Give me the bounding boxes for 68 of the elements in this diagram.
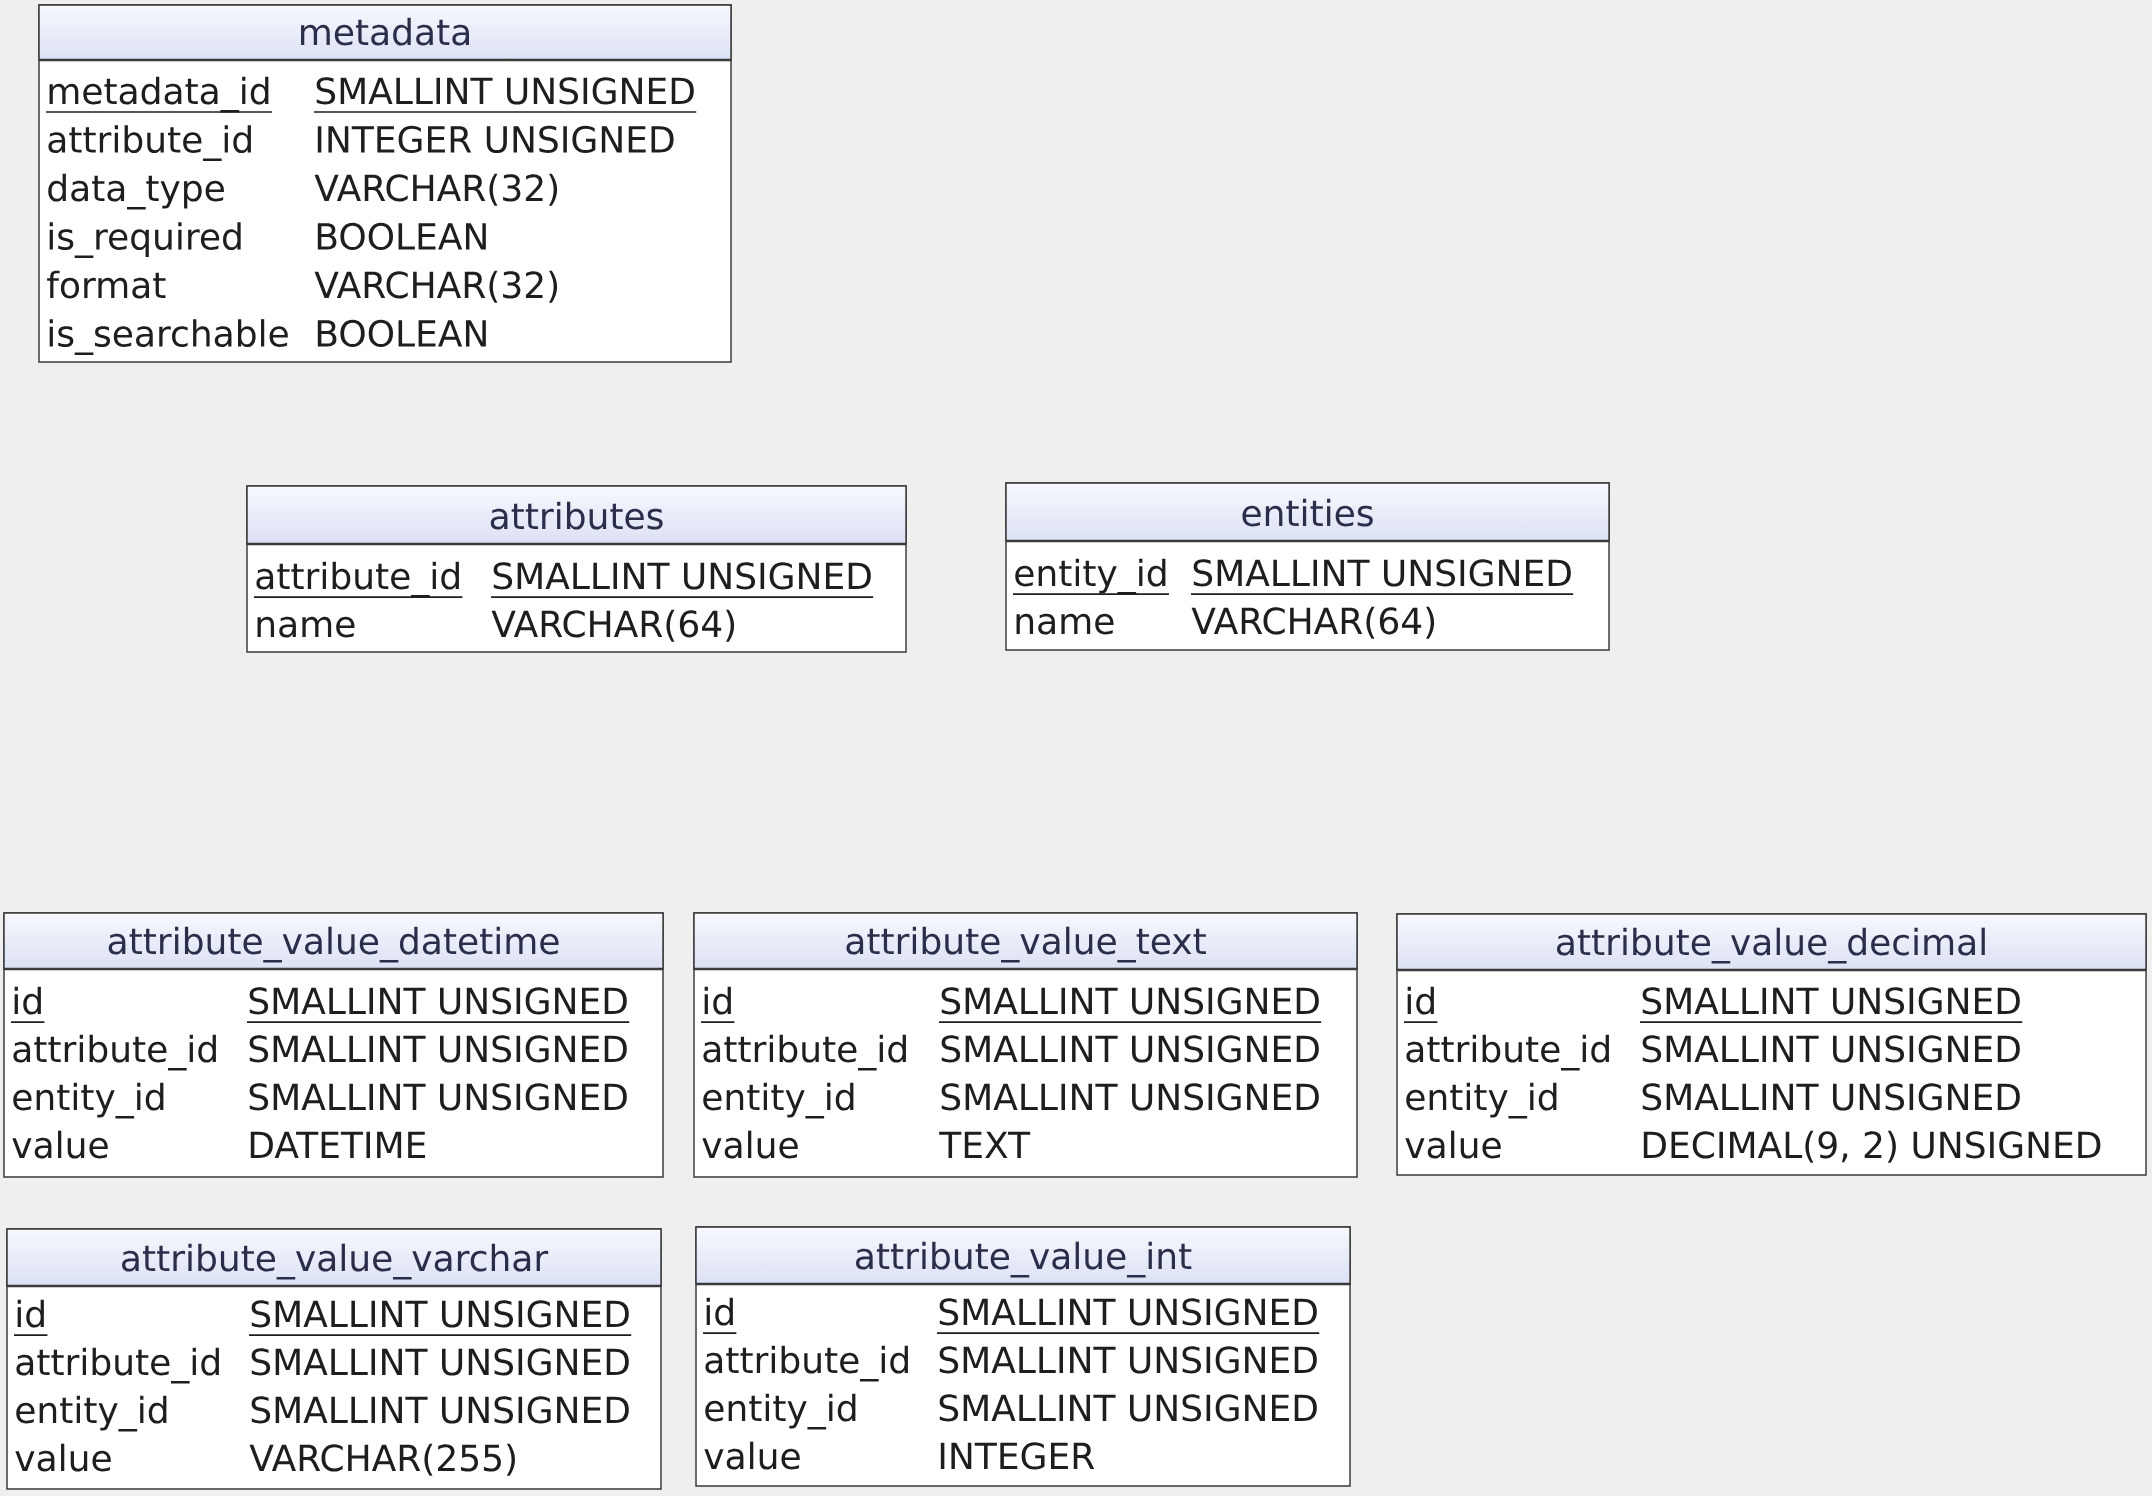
column-type: SMALLINT UNSIGNED (939, 1394, 1317, 1422)
key-column-type: SMALLINT UNSIGNED (246, 987, 631, 1023)
key-column-name: id (702, 1297, 738, 1334)
column-name: attribute_id (703, 1034, 906, 1071)
column-type: SMALLINT UNSIGNED (249, 1083, 627, 1111)
table-header: attributes (246, 485, 907, 546)
column-type: INTEGER UNSIGNED (317, 125, 674, 153)
column-type: VARCHAR(64) (1191, 606, 1435, 639)
column-name: value (15, 1443, 111, 1472)
key-column-name: entity_id (1012, 558, 1170, 595)
column-name: attribute_id (48, 125, 251, 161)
column-type: SMALLINT UNSIGNED (249, 1035, 627, 1063)
column-type: VARCHAR(64) (491, 609, 735, 642)
column-type: SMALLINT UNSIGNED (1642, 1083, 2020, 1111)
column-type: TEXT (939, 1131, 1031, 1158)
column-name: entity_id (13, 1082, 164, 1119)
column-name: format (47, 270, 166, 299)
column-name: value (702, 1130, 798, 1159)
column-type: DECIMAL(9, 2) UNSIGNED (1643, 1130, 2101, 1163)
column-type: VARCHAR(32) (314, 270, 558, 303)
column-name: data_type (48, 173, 224, 210)
key-column-name: id (10, 986, 46, 1023)
table-header: attribute_value_text (693, 912, 1358, 971)
column-name: attribute_id (13, 1034, 216, 1071)
column-type: SMALLINT UNSIGNED (251, 1396, 629, 1424)
column-name: entity_id (705, 1393, 856, 1430)
table-header: metadata (38, 4, 732, 62)
table-header: attribute_value_datetime (3, 912, 664, 971)
key-column-name: metadata_id (45, 76, 273, 113)
column-name: name (1016, 613, 1114, 635)
column-type: SMALLINT UNSIGNED (941, 1083, 1319, 1111)
key-column-type: SMALLINT UNSIGNED (248, 1300, 633, 1336)
column-name: entity_id (16, 1395, 167, 1432)
column-type: SMALLINT UNSIGNED (251, 1348, 629, 1376)
column-type: SMALLINT UNSIGNED (1642, 1035, 2020, 1063)
column-name: is_required (49, 222, 241, 258)
column-name: attribute_id (705, 1345, 908, 1382)
column-name: name (257, 616, 355, 638)
column-type: BOOLEAN (317, 319, 486, 347)
key-column-type: SMALLINT UNSIGNED (490, 562, 875, 598)
table-header: attribute_value_varchar (6, 1228, 662, 1288)
column-name: attribute_id (16, 1347, 219, 1384)
column-type: SMALLINT UNSIGNED (939, 1346, 1317, 1374)
column-type: SMALLINT UNSIGNED (941, 1035, 1319, 1063)
column-type: VARCHAR(32) (314, 173, 558, 206)
column-name: entity_id (1406, 1082, 1557, 1119)
table-header: attribute_value_int (695, 1226, 1351, 1286)
column-type: INTEGER (940, 1442, 1095, 1470)
key-column-type: SMALLINT UNSIGNED (1639, 987, 2024, 1023)
key-column-name: id (13, 1299, 49, 1336)
column-type: BOOLEAN (317, 222, 486, 250)
key-column-type: SMALLINT UNSIGNED (1190, 559, 1575, 595)
key-column-type: SMALLINT UNSIGNED (936, 1298, 1321, 1334)
key-column-type: SMALLINT UNSIGNED (938, 987, 1323, 1023)
key-column-name: id (1403, 986, 1439, 1023)
column-type: VARCHAR(255) (249, 1443, 515, 1476)
key-column-name: id (700, 986, 736, 1023)
key-column-type: SMALLINT UNSIGNED (313, 77, 698, 113)
key-column-name: attribute_id (253, 561, 464, 598)
table-header: attribute_value_decimal (1396, 913, 2147, 972)
column-type: DATETIME (250, 1131, 426, 1158)
column-name: value (704, 1441, 800, 1470)
column-name: is_searchable (49, 319, 288, 355)
column-name: entity_id (703, 1082, 854, 1119)
column-name: value (12, 1130, 108, 1159)
column-name: attribute_id (1406, 1034, 1609, 1071)
table-header: entities (1005, 482, 1610, 543)
column-name: value (1405, 1130, 1501, 1159)
